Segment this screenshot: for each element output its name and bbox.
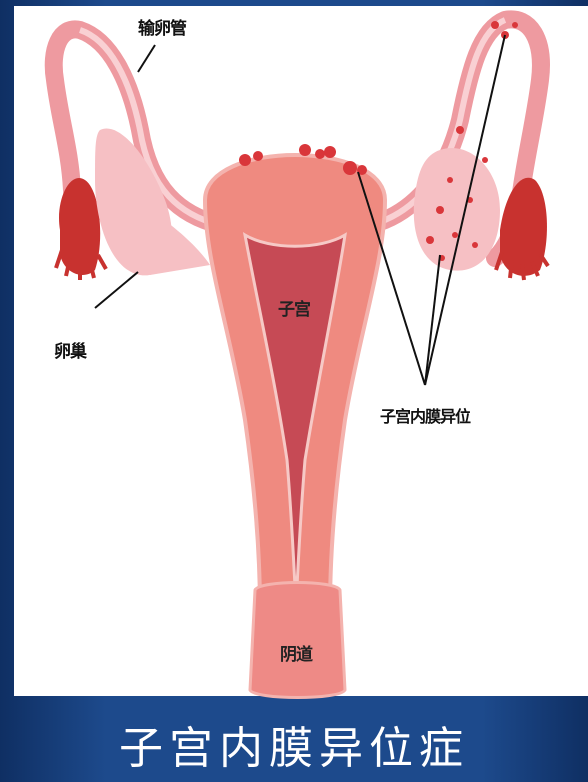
slide-caption: 子宫内膜异位症	[0, 712, 588, 776]
right-ovary	[414, 148, 500, 271]
label-uterus: 子宫	[278, 295, 310, 320]
right-fimbriae	[500, 178, 547, 276]
label-ovary: 卵巢	[54, 337, 86, 362]
label-fallopian-tube: 输卵管	[138, 14, 186, 39]
label-endometriosis-site: 子宫内膜异位	[380, 403, 470, 427]
left-fimbriae	[59, 178, 100, 275]
label-vagina: 阴道	[280, 640, 312, 665]
